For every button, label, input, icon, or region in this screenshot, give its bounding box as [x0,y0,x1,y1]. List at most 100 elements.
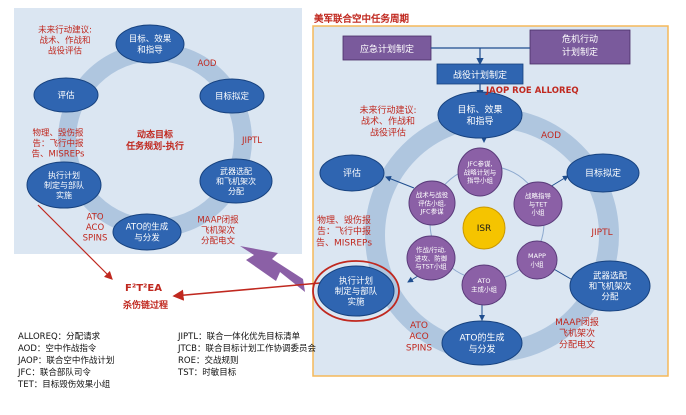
left-node-ato-text-line: 与分发 [134,232,160,243]
inner-node-jfc-shape [457,147,503,197]
left-node-ato-shape [112,213,182,251]
right-label-maap-line: 飞机架次 [559,327,595,339]
legend-item: TST：时敏目标 [178,368,237,378]
inner-node-tet-text-line: 小组 [532,207,546,216]
left-label-future-line: 战术、作战和 [39,35,90,46]
right-node-ato-text-line: 与分发 [468,343,495,355]
right-node-execution-shape [317,265,395,317]
right-node-guidance-text-line: 和指导 [466,115,493,127]
legend-item: JTCB：联合目标计划工作协调委员会 [178,344,316,354]
left-node-weapon-text-line: 和飞机架次 [216,176,256,186]
left-label-maap-line: 飞机架次 [201,225,236,236]
right-label-maap-line: MAAP闭报 [555,316,599,328]
left-node-execution-text: 执行计划制定与部队实施 [44,170,84,200]
right-label-ato-aco-line: ACO [409,332,428,342]
left-center-label-line: 任务规划-执行 [125,140,184,152]
right-node-execution-text: 执行计划制定与部队实施 [335,275,378,307]
left-node-target-plan-text: 目标拟定 [215,91,250,102]
inner-node-assess-text-line: JFC参谋 [419,206,444,215]
left-node-execution: 执行计划制定与部队实施 [26,161,102,209]
emergency-plan-label: 应急计划制定 [359,45,414,55]
inner-node-ato-group-shape [461,264,507,306]
inner-node-ops-text-line: 进攻、防御 [415,253,448,262]
left-exec-arrow [37,204,113,280]
left-label-jiptl-line: JIPTL [241,136,262,146]
right-label-aod-line: AOD [541,131,561,141]
right-node-weapon-text-line: 武器选配 [593,270,628,281]
legend-item: AOD：空中作战指令 [18,344,97,354]
inner-node-isr-text: ISR [477,224,492,234]
right-node-ato-text: ATO的生成与分发 [459,332,504,355]
right-label-jiptl-line: JIPTL [590,228,612,238]
left-label-future: 未来行动建议:战术、作战和战役评估 [38,24,92,56]
jaop-line: JAOP ROE ALLOREQ [486,86,579,96]
inner-node-tet-shape [513,181,563,227]
legend-item: JFC：联合部队司令 [18,368,91,378]
left-node-guidance-text: 目标、效果和指导 [129,34,172,56]
legend-item: JIPTL：联合一体化优先目标清单 [178,332,301,342]
left-node-execution-text-line: 执行计划 [48,170,80,180]
inner-node-tet-text-line: 与TET [529,200,548,208]
legend-col-1: ALLOREQ：分配请求 AOD：空中作战指令 JAOP：联合空中作战计划 JF… [18,331,114,391]
left-node-guidance-text-line: 目标、效果 [129,34,172,45]
inner-node-jfc-text: JFC参谋,战略计划与指导小组 [464,159,497,184]
left-label-aod: AOD [198,59,217,69]
left-node-guidance-text-line: 和指导 [137,44,163,55]
right-node-ato: ATO的生成与分发 [441,320,523,366]
right-node-execution: 执行计划制定与部队实施 [312,260,400,322]
right-label-physical-line: 告：飞行中报 [317,225,371,237]
left-node-assessment-text-line: 评估 [57,90,75,101]
right-node-execution-text-line: 实施 [347,297,365,308]
right-label-maap-line: 分配电文 [559,338,595,350]
inner-node-ato-group-text-line: ATO [477,277,490,285]
left-node-ato-text: ATO的生成与分发 [126,222,169,244]
inner-node-jfc-text-line: 战略计划与 [464,167,497,176]
right-node-execution-text-line: 制定与部队 [335,286,378,297]
inner-node-ops: 作战/行动,进攻、防御与TST小组 [406,235,456,281]
right-node-target-plan: 目标拟定 [566,153,640,193]
right-node-assessment-shape [319,154,385,192]
inner-node-isr-text-line: ISR [477,224,492,234]
crisis-plan-line-1: 危机行动 [561,35,598,45]
left-label-maap-line: MAAP闭报 [197,214,239,225]
right-node-weapon-shape [569,260,651,312]
inner-node-jfc-text-line: JFC参谋, [466,159,492,168]
left-node-weapon: 武器选配和飞机架次分配 [199,158,273,204]
right-node-assessment: 评估 [319,154,385,192]
right-node-assessment-text: 评估 [343,167,361,179]
left-node-weapon-shape [199,158,273,204]
inner-node-assess-text: 战术与战役评估小组,JFC参谋 [416,190,449,215]
transfer-arrow [240,246,305,292]
right-node-assessment-text-line: 评估 [343,167,361,179]
kill-chain-arrow [172,282,321,301]
right-title: 美军联合空中任务周期 [314,14,410,25]
left-label-maap-line: 分配电文 [201,236,236,247]
left-node-target-plan-text-line: 目标拟定 [215,91,250,102]
right-node-guidance: 目标、效果和指导 [437,91,523,139]
right-node-guidance-text: 目标、效果和指导 [457,104,502,127]
left-label-physical-line: 告：飞行中报 [32,138,84,149]
f2t2ea-label: F²T²EA [125,283,162,294]
inner-node-mapp-text-line: 小组 [531,259,545,268]
left-label-maap: MAAP闭报飞机架次分配电文 [197,214,239,246]
inner-node-mapp-shape [516,240,558,280]
right-label-physical: 物理、毁伤报告：飞行中报告、MISREPs [316,214,372,249]
inner-node-mapp-text-line: MAPP [528,252,546,260]
right-label-physical-line: 告、MISREPs [316,236,372,248]
right-label-ato-aco-line: ATO [410,321,428,331]
right-label-future-line: 战役评估 [370,126,406,138]
legend-item: TET：目标毁伤效果小组 [18,380,111,390]
left-center-label: 动态目标任务规划-执行 [125,129,184,152]
left-node-weapon-text-line: 分配 [228,187,244,196]
left-node-guidance: 目标、效果和指导 [115,24,185,64]
inner-node-assess-shape [408,180,456,226]
right-label-future-line: 未来行动建议: [359,104,416,116]
left-node-ato: ATO的生成与分发 [112,213,182,251]
